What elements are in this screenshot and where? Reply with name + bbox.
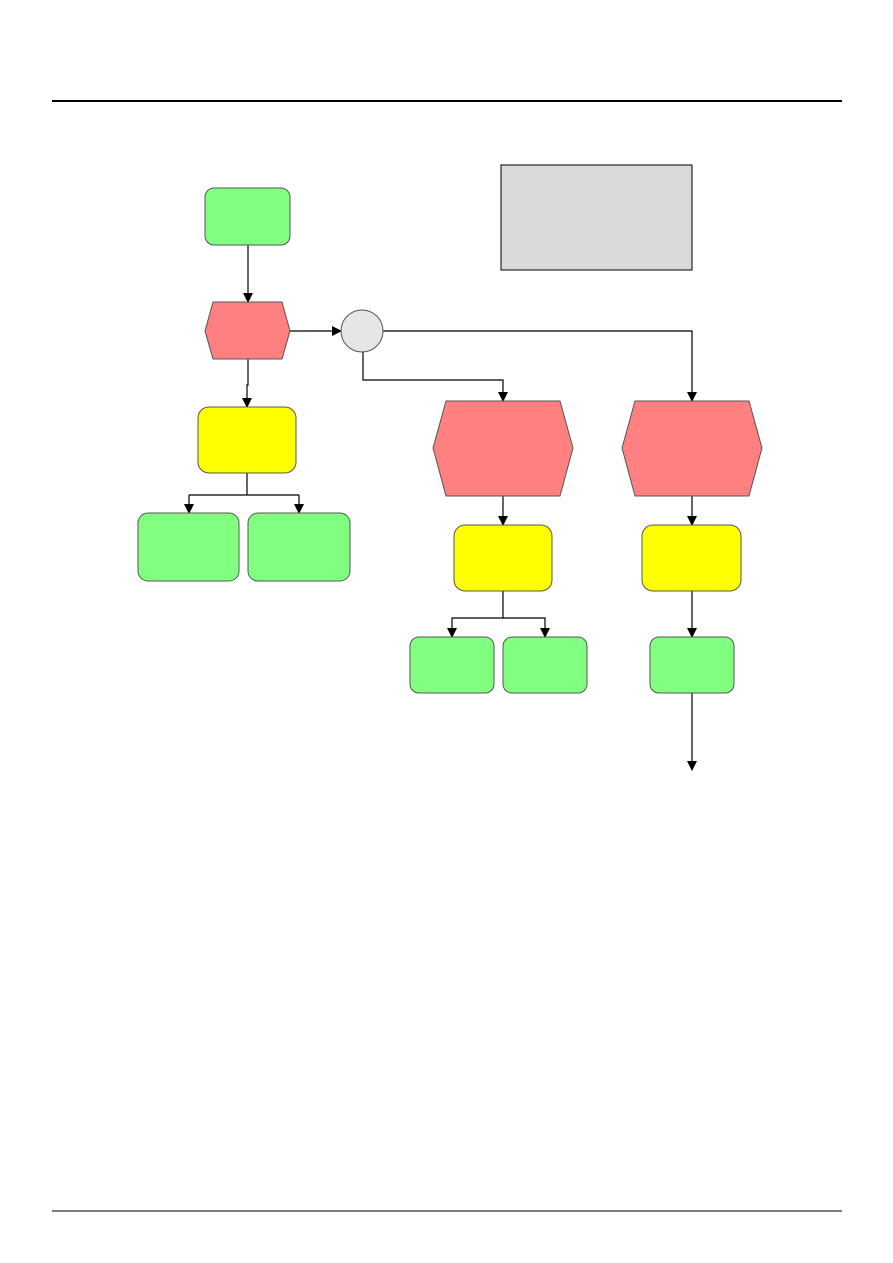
connector-line [362,352,508,402]
event-start [204,187,291,246]
xor-connector [340,309,384,353]
event-3 [247,512,351,582]
connector-line [383,330,697,402]
org-unit-2 [453,524,553,592]
org-unit-3 [641,524,742,592]
event-4 [409,636,495,694]
connector-line [242,359,252,408]
connector-line [503,617,550,638]
connector-line [447,591,504,638]
event-2 [137,512,240,582]
event-5 [502,636,588,694]
note-box [500,164,693,271]
function-3 [621,400,763,497]
org-unit-1 [197,406,297,474]
event-6 [649,636,735,694]
function-1 [204,301,291,360]
function-2 [432,400,574,497]
